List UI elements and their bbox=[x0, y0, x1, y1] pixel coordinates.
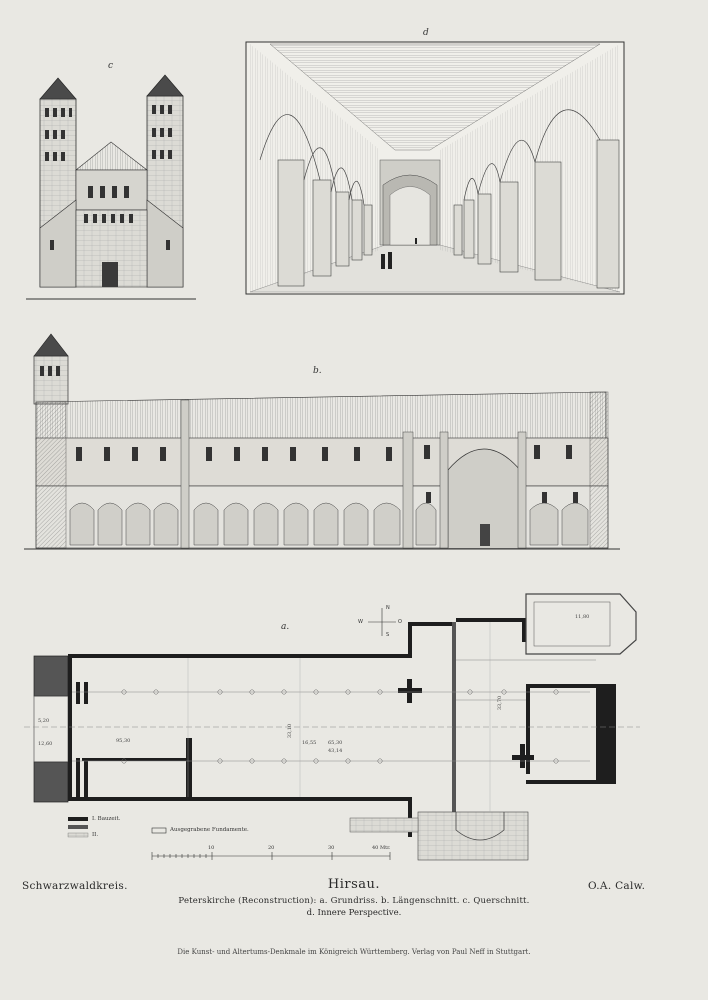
figure-label-a: a. bbox=[281, 622, 290, 632]
scale-tick-label: 30 bbox=[328, 845, 335, 851]
figure-label-c: c bbox=[108, 61, 114, 71]
figure-label-b: b. bbox=[313, 366, 322, 376]
scale-tick-label: 10 bbox=[208, 845, 215, 851]
scale-tick-label: 40 Mtr. bbox=[372, 845, 391, 851]
dimension-label: 33,10 bbox=[287, 723, 294, 739]
caption-subtitle-1: Peterskirche (Reconstruction): a. Grundr… bbox=[178, 896, 530, 906]
compass bbox=[368, 608, 396, 636]
dimension-label: 5,20 bbox=[38, 718, 50, 724]
legend-swatches bbox=[67, 817, 167, 838]
figure-label-d: d bbox=[423, 28, 429, 38]
scale-bar bbox=[151, 852, 391, 860]
dimension-label: 65,30 bbox=[328, 740, 343, 746]
dimension-label: 33,70 bbox=[497, 695, 504, 711]
interior-perspective-drawing bbox=[245, 41, 625, 295]
scale-tick-label: 20 bbox=[268, 845, 275, 851]
legend-bauzeit: I. Bauzeit. bbox=[92, 816, 121, 822]
cross-section-drawing bbox=[26, 74, 196, 300]
dimension-label: 43,14 bbox=[328, 748, 343, 754]
legend-fundamente: Ausgegrabene Fundamente. bbox=[170, 827, 249, 833]
ground-plan-drawing bbox=[24, 593, 640, 861]
publisher-line: Die Kunst- und Altertums-Denkmale im Kön… bbox=[177, 948, 531, 956]
dimension-label: 95,30 bbox=[116, 738, 131, 744]
dimension-label: 11,80 bbox=[575, 614, 590, 620]
dimension-label: 12,60 bbox=[38, 741, 53, 747]
caption-district: O.A. Calw. bbox=[588, 880, 646, 892]
compass-east-label: O bbox=[398, 619, 402, 625]
legend-roman-ii: II. bbox=[92, 832, 99, 838]
compass-south-label: S bbox=[386, 632, 390, 638]
caption-title: Hirsau. bbox=[327, 877, 381, 892]
compass-west-label: W bbox=[358, 619, 363, 625]
dimension-label: 16,55 bbox=[302, 740, 317, 746]
compass-north-label: N bbox=[386, 605, 390, 611]
caption-region: Schwarzwaldkreis. bbox=[22, 880, 128, 892]
longitudinal-section-drawing bbox=[24, 333, 620, 550]
caption-subtitle-2: d. Innere Perspective. bbox=[306, 908, 402, 918]
